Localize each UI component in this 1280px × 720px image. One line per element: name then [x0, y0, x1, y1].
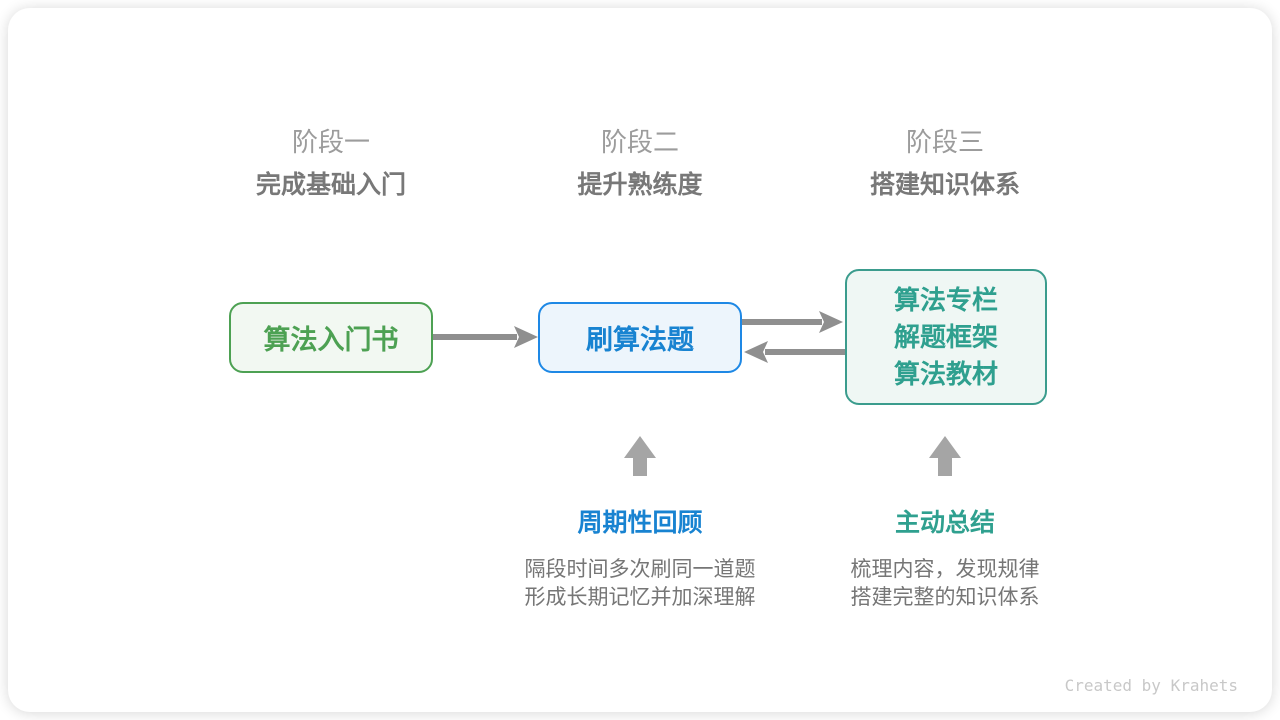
annotation-summarize-desc: 梳理内容，发现规律 搭建完整的知识体系 — [775, 556, 1115, 612]
node-advanced-line-2: 解题框架 — [893, 321, 998, 352]
annotation-review-desc-line-1: 隔段时间多次刷同一道题 — [524, 558, 756, 581]
stage-3-header: 阶段三 搭建知识体系 — [785, 127, 1105, 200]
stage-3-subtitle: 搭建知识体系 — [869, 171, 1020, 199]
node-intro-book-label: 算法入门书 — [263, 325, 399, 355]
annotation-review: 周期性回顾 隔段时间多次刷同一道题 形成长期记忆并加深理解 — [470, 509, 810, 612]
node-advanced-materials: 算法专栏 解题框架 算法教材 — [845, 269, 1047, 405]
annotation-review-desc: 隔段时间多次刷同一道题 形成长期记忆并加深理解 — [470, 556, 810, 612]
annotation-summarize-title: 主动总结 — [894, 509, 995, 537]
credit-text: Created by Krahets — [1064, 676, 1238, 695]
node-advanced-line-1: 算法专栏 — [893, 284, 998, 315]
node-practice-problems: 刷算法题 — [538, 302, 742, 373]
annotation-summarize-desc-line-1: 梳理内容，发现规律 — [850, 558, 1040, 581]
stage-2-subtitle: 提升熟练度 — [577, 171, 703, 199]
annotation-summarize: 主动总结 梳理内容，发现规律 搭建完整的知识体系 — [775, 509, 1115, 612]
annotation-summarize-desc-line-2: 搭建完整的知识体系 — [850, 586, 1040, 609]
stage-1-label: 阶段一 — [291, 127, 370, 157]
node-practice-problems-label: 刷算法题 — [586, 325, 694, 355]
annotation-review-desc-line-2: 形成长期记忆并加深理解 — [524, 586, 756, 609]
stage-2-label: 阶段二 — [600, 127, 679, 157]
stage-1-header: 阶段一 完成基础入门 — [171, 127, 491, 200]
node-intro-book: 算法入门书 — [229, 302, 433, 373]
stage-2-header: 阶段二 提升熟练度 — [480, 127, 800, 200]
annotation-review-title: 周期性回顾 — [577, 509, 703, 537]
stage-1-subtitle: 完成基础入门 — [255, 171, 406, 199]
stage-3-label: 阶段三 — [905, 127, 984, 157]
node-advanced-line-3: 算法教材 — [893, 358, 998, 389]
